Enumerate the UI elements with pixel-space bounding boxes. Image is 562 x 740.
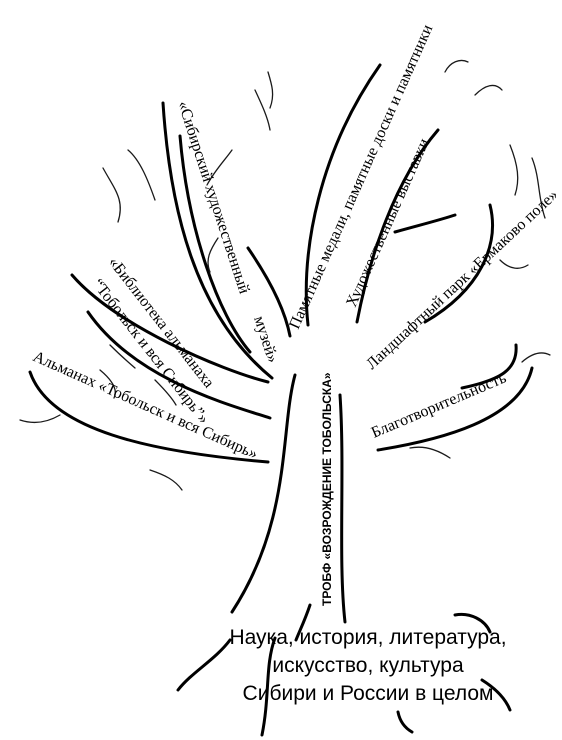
branch-park: [423, 203, 494, 324]
root-center-right: [396, 710, 414, 734]
root-right-upper: [453, 612, 492, 634]
branch-label-charity: Благотворительность: [369, 369, 509, 441]
branch-exhibitions-twig: [393, 213, 457, 234]
trunk-label: ТРОБФ «ВОЗРОЖДЕНИЕ ТОБОЛЬСКА»: [320, 372, 334, 606]
branch-library-lower: [86, 310, 272, 420]
trunk-left-line: [230, 373, 297, 614]
root-right-lower: [480, 678, 512, 712]
branch-charity-upper: [460, 343, 518, 390]
trunk-right-line: [338, 393, 347, 624]
branch-medals-left: [246, 246, 292, 338]
branch-exhibitions: [355, 128, 440, 324]
branch-museum-right: [178, 134, 252, 354]
roots-caption-line1: Наука, история, литература,: [229, 626, 506, 649]
root-small-left: [294, 603, 312, 642]
roots-caption-line3: Сибири и России в целом: [243, 682, 494, 705]
branch-museum-left: [161, 101, 274, 380]
root-left-curl: [176, 638, 232, 692]
branch-label-museum-line2: музей»: [250, 314, 281, 365]
branch-almanac: [28, 370, 270, 464]
branch-label-museum-line1: «Сибирский художественный: [174, 99, 253, 296]
branch-label-exhibitions: Художественные выставки: [343, 136, 433, 310]
twigs: [19, 59, 551, 491]
roots-caption-line2: искусство, культура: [272, 654, 464, 677]
branch-medals-right: [304, 63, 382, 327]
branch-charity-lower: [376, 366, 534, 452]
branch-library-upper: [70, 273, 270, 384]
root-center-left: [260, 636, 277, 737]
